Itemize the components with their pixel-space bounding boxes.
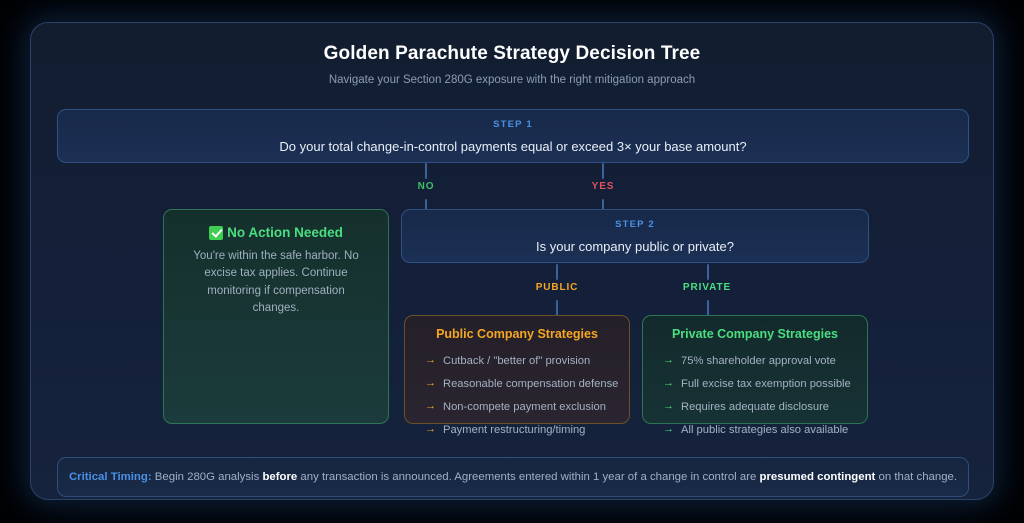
- public-strategies-list: → Cutback / "better of" provision → Reas…: [413, 350, 621, 442]
- list-item-label: Requires adequate disclosure: [681, 401, 830, 414]
- step-1-node[interactable]: STEP 1 Do your total change-in-control p…: [57, 109, 969, 163]
- connector-step2-private-lower: [707, 300, 709, 316]
- list-item[interactable]: → 75% shareholder approval vote: [651, 350, 859, 373]
- public-strategies-title: Public Company Strategies: [436, 327, 598, 341]
- list-item-label: 75% shareholder approval vote: [681, 355, 836, 368]
- arrow-right-icon: →: [425, 377, 436, 390]
- list-item-label: Cutback / "better of" provision: [443, 355, 591, 368]
- arrow-right-icon: →: [663, 400, 674, 413]
- connector-step1-yes-upper: [602, 163, 604, 179]
- private-strategies-title: Private Company Strategies: [671, 327, 839, 341]
- arrow-right-icon: →: [425, 400, 436, 413]
- page-subtitle: Navigate your Section 280G exposure with…: [328, 74, 696, 86]
- branch-label-public: PUBLIC: [535, 282, 579, 293]
- outcome-body: You're within the safe harbor. No excise…: [193, 250, 359, 315]
- private-strategies-list: → 75% shareholder approval vote → Full e…: [651, 350, 859, 442]
- branch-label-private: PRIVATE: [682, 282, 732, 293]
- outcome-title-row: No Action Needed: [164, 225, 388, 240]
- list-item-label: Payment restructuring/timing: [443, 424, 586, 437]
- list-item[interactable]: → Payment restructuring/timing: [413, 419, 621, 442]
- list-item[interactable]: → Requires adequate disclosure: [651, 396, 859, 419]
- page-title: Golden Parachute Strategy Decision Tree: [323, 43, 701, 64]
- list-item[interactable]: → Non-compete payment exclusion: [413, 396, 621, 419]
- step-2-node[interactable]: STEP 2 Is your company public or private…: [401, 209, 869, 263]
- footer-emphasis-2: presumed contingent: [759, 471, 876, 483]
- decision-tree-card: Golden Parachute Strategy Decision Tree …: [30, 22, 994, 500]
- arrow-right-icon: →: [663, 423, 674, 436]
- branch-label-no: NO: [417, 181, 435, 192]
- header: Golden Parachute Strategy Decision Tree …: [31, 23, 993, 86]
- arrow-right-icon: →: [425, 354, 436, 367]
- list-item[interactable]: → Reasonable compensation defense: [413, 373, 621, 396]
- footer-key: Critical Timing:: [68, 471, 152, 483]
- connector-step1-yes-lower: [602, 199, 604, 215]
- arrow-right-icon: →: [425, 423, 436, 436]
- list-item[interactable]: → All public strategies also available: [651, 419, 859, 442]
- step-1-question: Do your total change-in-control payments…: [279, 139, 747, 154]
- branch-label-yes: YES: [591, 181, 615, 192]
- footer-line: Critical Timing: Begin 280G analysis bef…: [69, 471, 957, 483]
- step-1-eyebrow: STEP 1: [493, 119, 533, 130]
- footer-text-1: Begin 280G analysis: [151, 471, 263, 483]
- outcome-title: No Action Needed: [227, 225, 343, 240]
- footer-text-3: on that change.: [875, 471, 958, 483]
- list-item-label: Non-compete payment exclusion: [443, 401, 606, 414]
- connector-step2-private-upper: [707, 264, 709, 280]
- footer-text-2: any transaction is announced. Agreements…: [297, 471, 760, 483]
- connector-step1-no-lower: [425, 199, 427, 215]
- list-item[interactable]: → Full excise tax exemption possible: [651, 373, 859, 396]
- connector-step1-no-upper: [425, 163, 427, 179]
- critical-timing-banner: Critical Timing: Begin 280G analysis bef…: [57, 457, 969, 497]
- connector-step2-public-upper: [556, 264, 558, 280]
- list-item-label: All public strategies also available: [681, 424, 849, 437]
- outcome-no-action-node[interactable]: No Action Needed You're within the safe …: [163, 209, 389, 424]
- white-check-mark-icon: [209, 225, 224, 240]
- public-strategies-node[interactable]: Public Company Strategies → Cutback / "b…: [404, 315, 630, 436]
- list-item-label: Full excise tax exemption possible: [681, 378, 851, 391]
- step-2-question: Is your company public or private?: [536, 239, 734, 254]
- connector-step2-public-lower: [556, 300, 558, 316]
- step-2-eyebrow: STEP 2: [615, 219, 655, 230]
- arrow-right-icon: →: [663, 377, 674, 390]
- private-strategies-node[interactable]: Private Company Strategies → 75% shareho…: [642, 315, 868, 436]
- list-item[interactable]: → Cutback / "better of" provision: [413, 350, 621, 373]
- arrow-right-icon: →: [663, 354, 674, 367]
- list-item-label: Reasonable compensation defense: [443, 378, 619, 391]
- footer-emphasis-1: before: [262, 471, 298, 483]
